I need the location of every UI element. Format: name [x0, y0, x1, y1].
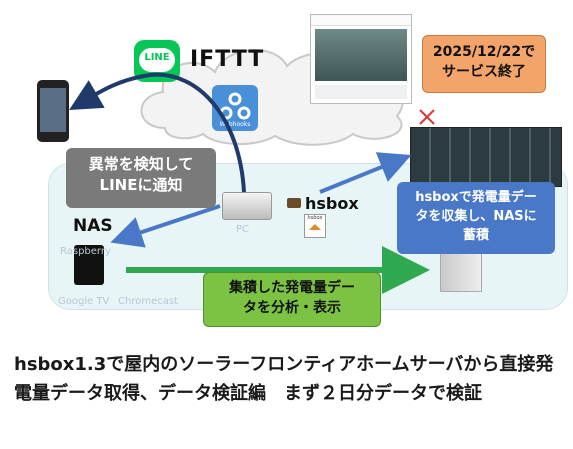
faint-google-tv: Google TV [58, 296, 110, 307]
service-ended-cross-2 [419, 109, 435, 125]
faint-raspberry: Raspberry [60, 246, 111, 257]
smartphone-device [37, 80, 69, 142]
hsbox-house-icon: hsbox [304, 214, 326, 238]
collect-callout: hsboxで発電量デー タを収集し、NASに 蓄積 [397, 182, 555, 254]
arrow-pc-to-phone [69, 72, 246, 193]
analyze-callout: 集積した発電量デー タを分析・表示 [203, 272, 381, 327]
service-end-callout: 2025/12/22で サービス終了 [422, 35, 546, 93]
hsbox-house-label: hsbox [307, 215, 323, 221]
nas-device [74, 245, 104, 285]
pc-label: PC [236, 224, 250, 235]
hsbox-device-icon [287, 198, 301, 208]
arrow-hsbox-to-panels [319, 152, 412, 194]
system-diagram: LINE IFTTT Webhooks PC hsbox hsbox NAS G… [37, 14, 568, 327]
article-title: hsbox1.3で屋内のソーラーフロンティアホームサーバから直接発電量データ取得… [14, 354, 554, 404]
solar-panel-photo [410, 127, 562, 187]
arrow-pc-to-nas [110, 204, 221, 248]
faint-chromecast: Chromecast [118, 296, 178, 307]
notify-callout: 異常を検知して LINEに通知 [66, 148, 216, 208]
webhooks-label: Webhooks [219, 121, 251, 128]
ifttt-logo: IFTTT [190, 47, 265, 72]
pc-device [222, 192, 272, 220]
arrows-layer [69, 72, 435, 294]
nas-label: NAS [73, 216, 113, 236]
line-label: LINE [144, 52, 170, 63]
webhooks-icon: Webhooks [212, 85, 258, 131]
hsbox-title: hsbox [305, 194, 359, 213]
service-website-screenshot [310, 14, 412, 104]
